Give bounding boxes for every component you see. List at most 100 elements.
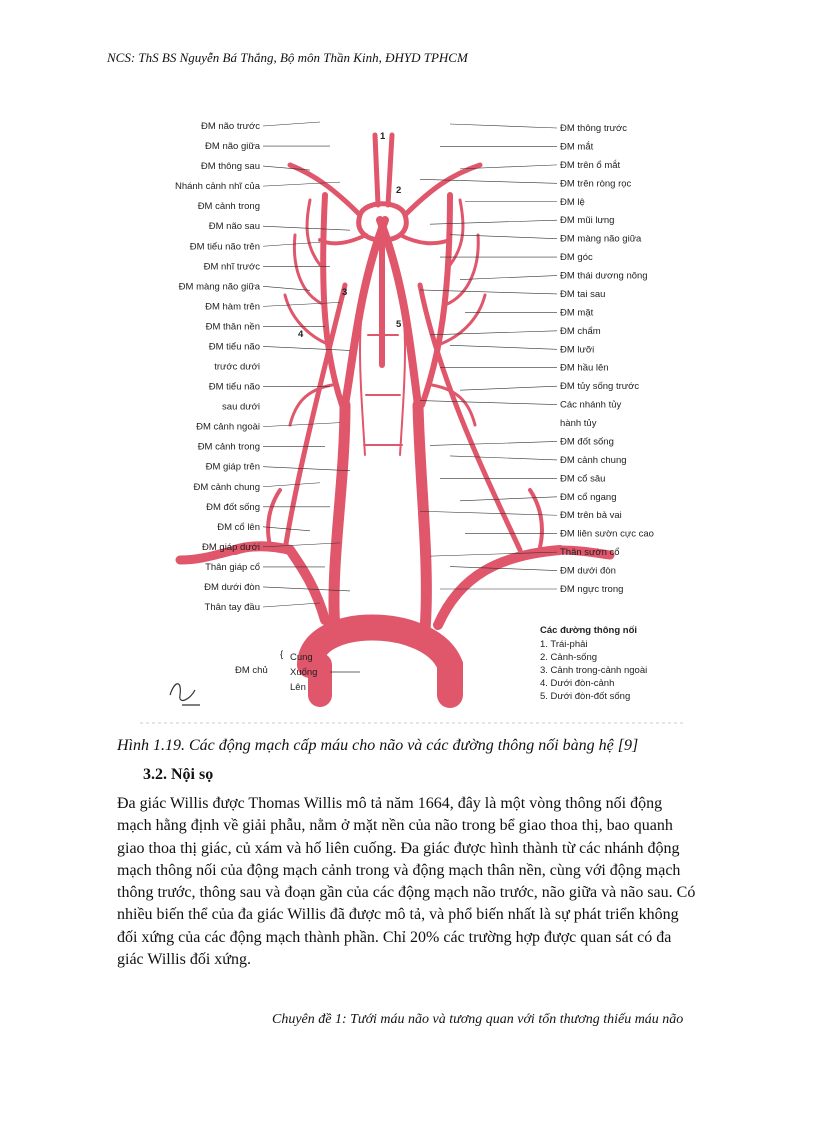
figure-label: ĐM màng não giữa: [179, 281, 261, 292]
figure-label: Các nhánh tủy: [560, 400, 622, 411]
paragraph-line: đối xứng của các động mạch thành phần. C…: [117, 927, 717, 949]
figure-label: Thân tay đầu: [205, 602, 260, 613]
posterior-cerebral-right: [400, 235, 450, 243]
leader-line: [460, 497, 557, 501]
legend-item: 3. Cảnh trong-cảnh ngoài: [540, 665, 647, 676]
anastomosis-number-2: 2: [396, 185, 401, 196]
brachiocephalic-trunk: [290, 550, 325, 620]
leader-line: [420, 290, 557, 294]
anastomosis-number-3: 3: [342, 287, 347, 298]
figure-label: ĐM mũi lưng: [560, 215, 614, 226]
aorta-brace: {: [280, 649, 283, 660]
paragraph-line: thông trước, thông sau và đoạn gần của c…: [117, 882, 717, 904]
anastomosis-number-4: 4: [298, 329, 304, 340]
figure-label: ĐM cổ sâu: [560, 473, 605, 484]
legend-item: 2. Cảnh-sống: [540, 652, 597, 663]
figure-label: ĐM góc: [560, 252, 593, 263]
right-common-carotid: [418, 405, 426, 630]
leader-line: [450, 567, 557, 571]
body-paragraph: Đa giác Willis được Thomas Willis mô tả …: [117, 793, 717, 971]
figure-label: ĐM tai sau: [560, 289, 605, 300]
figure-label: ĐM thông trước: [560, 123, 627, 134]
figure-label: Thân giáp cổ: [205, 562, 260, 573]
leader-line: [430, 331, 557, 335]
leader-line: [450, 235, 557, 239]
figure-label: Thân sườn cổ: [560, 547, 620, 558]
figure-label: ĐM chẩm: [560, 326, 601, 337]
figure-label: ĐM cổ ngang: [560, 492, 617, 503]
figure-label: ĐM giáp trên: [206, 462, 260, 473]
figure-label: ĐM cảnh chung: [193, 482, 260, 493]
figure-label: ĐM màng não giữa: [560, 234, 642, 245]
figure-label: ĐM hầu lên: [560, 363, 609, 374]
figure-label: ĐM não giữa: [205, 141, 261, 152]
paragraph-line: mạch hằng định về giải phẫu, nằm ở mặt n…: [117, 815, 717, 837]
leader-line: [263, 483, 320, 487]
figure-label: ĐM mắt: [560, 141, 594, 152]
anastomosis-number-5: 5: [396, 319, 402, 330]
legend-item: 4. Dưới đòn-cảnh: [540, 678, 614, 689]
figure-label: ĐM đốt sống: [560, 436, 614, 447]
posterior-cerebral-left: [320, 235, 366, 243]
aorta-label: ĐM chủ: [235, 665, 268, 676]
paragraph-line: giác Willis đối xứng.: [117, 949, 717, 971]
figure-label: ĐM tiểu não: [209, 341, 260, 352]
leader-line: [263, 603, 320, 607]
figure-label: ĐM cảnh trong: [198, 201, 260, 212]
figure-label: ĐM tủy sống trước: [560, 381, 639, 392]
paragraph-line: Đa giác Willis được Thomas Willis mô tả …: [117, 793, 717, 815]
figure-label: ĐM thông sau: [201, 161, 260, 172]
figure-label: ĐM thân nền: [206, 321, 260, 332]
leader-line: [263, 423, 340, 427]
figure-label: ĐM ngực trong: [560, 584, 623, 595]
figure-label: ĐM cảnh chung: [560, 455, 627, 466]
figure-label: ĐM mặt: [560, 307, 594, 318]
right-subclavian: [438, 550, 560, 625]
legend-item: 5. Dưới đòn-đốt sống: [540, 691, 630, 702]
paragraph-line: mạch thông nối của động mạch cảnh trong …: [117, 860, 717, 882]
figure-label: ĐM lệ: [560, 197, 585, 208]
aorta-part-descending: Xuống: [290, 667, 317, 678]
figure-label: ĐM cổ lên: [217, 522, 260, 533]
leader-line: [263, 302, 340, 306]
figure-caption: Hình 1.19. Các động mạch cấp máu cho não…: [117, 737, 638, 755]
figure-label: ĐM nhĩ trước: [204, 261, 261, 272]
leader-line: [420, 401, 557, 405]
leader-line: [460, 386, 557, 390]
figure-label: ĐM tiểu não trên: [190, 241, 260, 252]
figure-label: ĐM não sau: [209, 221, 260, 232]
figure-label: ĐM hàm trên: [205, 301, 260, 312]
page-footer: Chuyên đề 1: Tưới máu não và tương quan …: [272, 1012, 683, 1028]
figure-label: ĐM giáp dưới: [202, 542, 260, 553]
page-header: NCS: ThS BS Nguyễn Bá Thắng, Bộ môn Thần…: [107, 50, 468, 66]
figure-label: ĐM dưới đòn: [204, 582, 260, 593]
figure-label: Nhánh cảnh nhĩ của: [175, 181, 261, 192]
right-internal-carotid: [380, 220, 418, 405]
leader-line: [460, 276, 557, 280]
legend-item: 1. Trái-phải: [540, 639, 588, 650]
left-common-carotid: [334, 405, 345, 630]
legend-title: Các đường thông nối: [540, 625, 637, 636]
leader-line: [450, 124, 557, 128]
figure-label: ĐM thái dương nông: [560, 271, 648, 282]
anastomosis-number-1: 1: [380, 131, 386, 142]
figure-label: ĐM tiểu não: [209, 382, 260, 393]
figure-label: ĐM dưới đòn: [560, 566, 616, 577]
aorta-part-arch: Cung: [290, 652, 313, 663]
anastomosis-legend: Các đường thông nối 1. Trái-phải 2. Cảnh…: [540, 625, 647, 702]
leader-line: [430, 441, 557, 445]
aorta-part-ascending: Lên: [290, 682, 306, 693]
figure-label: ĐM lưỡi: [560, 344, 594, 355]
figure-label: hành tủy: [560, 418, 597, 429]
figure-label: ĐM trên ròng rọc: [560, 178, 632, 189]
figure-label: ĐM cảnh ngoài: [196, 422, 260, 433]
leader-line: [450, 345, 557, 349]
leader-line: [263, 122, 320, 126]
artist-signature: [170, 684, 200, 705]
figure-label: sau dưới: [222, 402, 260, 413]
section-title: 3.2. Nội sọ: [143, 766, 213, 784]
figure-label: ĐM trên bả vai: [560, 510, 622, 521]
